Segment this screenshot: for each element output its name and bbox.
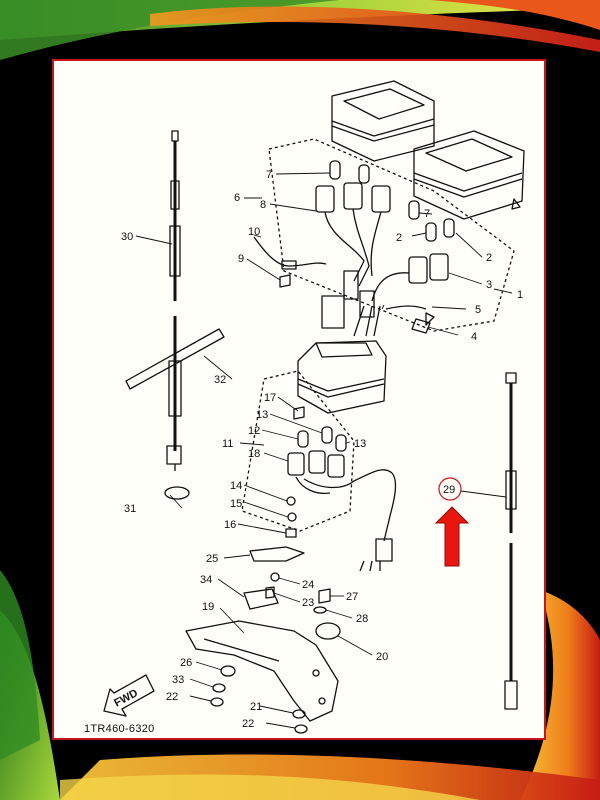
indicator-bracket-11	[241, 370, 355, 532]
callout-13-b: 13	[354, 438, 366, 450]
wire-5	[385, 305, 427, 310]
grommet-14	[286, 496, 296, 506]
callout-10: 10	[248, 226, 260, 238]
callout-8: 8	[260, 199, 266, 211]
callout-14: 14	[230, 480, 242, 492]
washer-24	[270, 572, 280, 582]
bolt-23	[265, 586, 275, 599]
callout-28: 28	[356, 613, 368, 625]
callout-16: 16	[224, 519, 236, 531]
damper-20	[315, 622, 341, 640]
callout-17: 17	[264, 392, 276, 404]
callout-33: 33	[172, 674, 184, 686]
callout-2-b: 2	[486, 252, 492, 264]
highlight-circle-29	[438, 477, 462, 501]
bulb-2-a	[425, 222, 437, 242]
washer-28	[313, 606, 327, 614]
diagram-part-code: 1TR460-6320	[84, 723, 155, 735]
callout-7-a: 7	[266, 169, 272, 181]
callout-15: 15	[230, 498, 242, 510]
callout-11: 11	[222, 438, 233, 450]
tachometer-cable-29	[504, 372, 518, 710]
meter-housing-right	[413, 130, 525, 220]
callout-31: 31	[124, 503, 136, 515]
bulb-12	[297, 430, 309, 448]
callout-18: 18	[248, 448, 260, 460]
callout-34: 34	[200, 574, 212, 586]
screw-17	[293, 406, 305, 420]
washer-31	[164, 486, 190, 500]
callout-7-b: 7	[424, 208, 430, 220]
fwd-arrow-icon	[103, 674, 155, 717]
bulb-13-a	[321, 426, 333, 444]
callout-30: 30	[121, 231, 133, 243]
nut-22-a	[210, 697, 224, 707]
parts-diagram-sheet: FWD 1 2 2 3 4 5 6 7 7 8 9 10 11 12 13 13…	[52, 59, 546, 740]
callout-26: 26	[180, 657, 192, 669]
callout-20: 20	[376, 651, 388, 663]
damper-26	[220, 665, 236, 677]
callout-23: 23	[302, 597, 314, 609]
callout-29: 29	[443, 484, 455, 496]
callout-4: 4	[471, 331, 477, 343]
callout-19: 19	[202, 601, 214, 613]
callout-24: 24	[302, 579, 314, 591]
bracket-25	[249, 546, 305, 562]
wire-10	[253, 236, 327, 267]
socket-harness-3	[359, 253, 449, 318]
meter-housing-left	[331, 80, 435, 162]
bulb-7-right	[408, 200, 420, 220]
bulb-13-b	[335, 434, 347, 452]
collar-33	[212, 683, 226, 693]
callout-32: 32	[214, 374, 226, 386]
callout-22-b: 22	[242, 718, 254, 730]
socket-harness-8	[315, 182, 391, 337]
nut-22-b	[294, 724, 308, 734]
callout-5: 5	[475, 304, 481, 316]
speedometer-cable-30	[166, 130, 182, 471]
screw-4	[411, 318, 431, 334]
bulb-2-b	[443, 218, 455, 238]
callout-12: 12	[248, 425, 260, 437]
callout-3: 3	[486, 279, 492, 291]
meter-bracket-1	[268, 138, 515, 332]
collar-21	[292, 709, 306, 719]
screw-9	[279, 274, 291, 288]
bulb-7-left	[329, 160, 341, 180]
callout-9: 9	[238, 253, 244, 265]
callout-21: 21	[250, 701, 262, 713]
grommet-15	[287, 512, 297, 522]
callout-6: 6	[234, 192, 240, 204]
callout-25: 25	[206, 553, 218, 565]
red-arrow-icon	[434, 506, 470, 567]
callout-22-a: 22	[166, 691, 178, 703]
mount-bracket-19	[185, 620, 339, 722]
plate-34	[243, 588, 279, 610]
exploded-parts-diagram: FWD 1 2 2 3 4 5 6 7 7 8 9 10 11 12 13 13…	[103, 80, 525, 734]
callout-2-a: 2	[396, 232, 402, 244]
socket-harness-18	[287, 450, 397, 572]
collar-16	[285, 528, 297, 538]
callout-1: 1	[517, 289, 523, 301]
bolt-27	[318, 588, 331, 604]
callout-27: 27	[346, 591, 358, 603]
callout-13-a: 13	[256, 409, 268, 421]
indicator-light-housing	[297, 340, 387, 414]
